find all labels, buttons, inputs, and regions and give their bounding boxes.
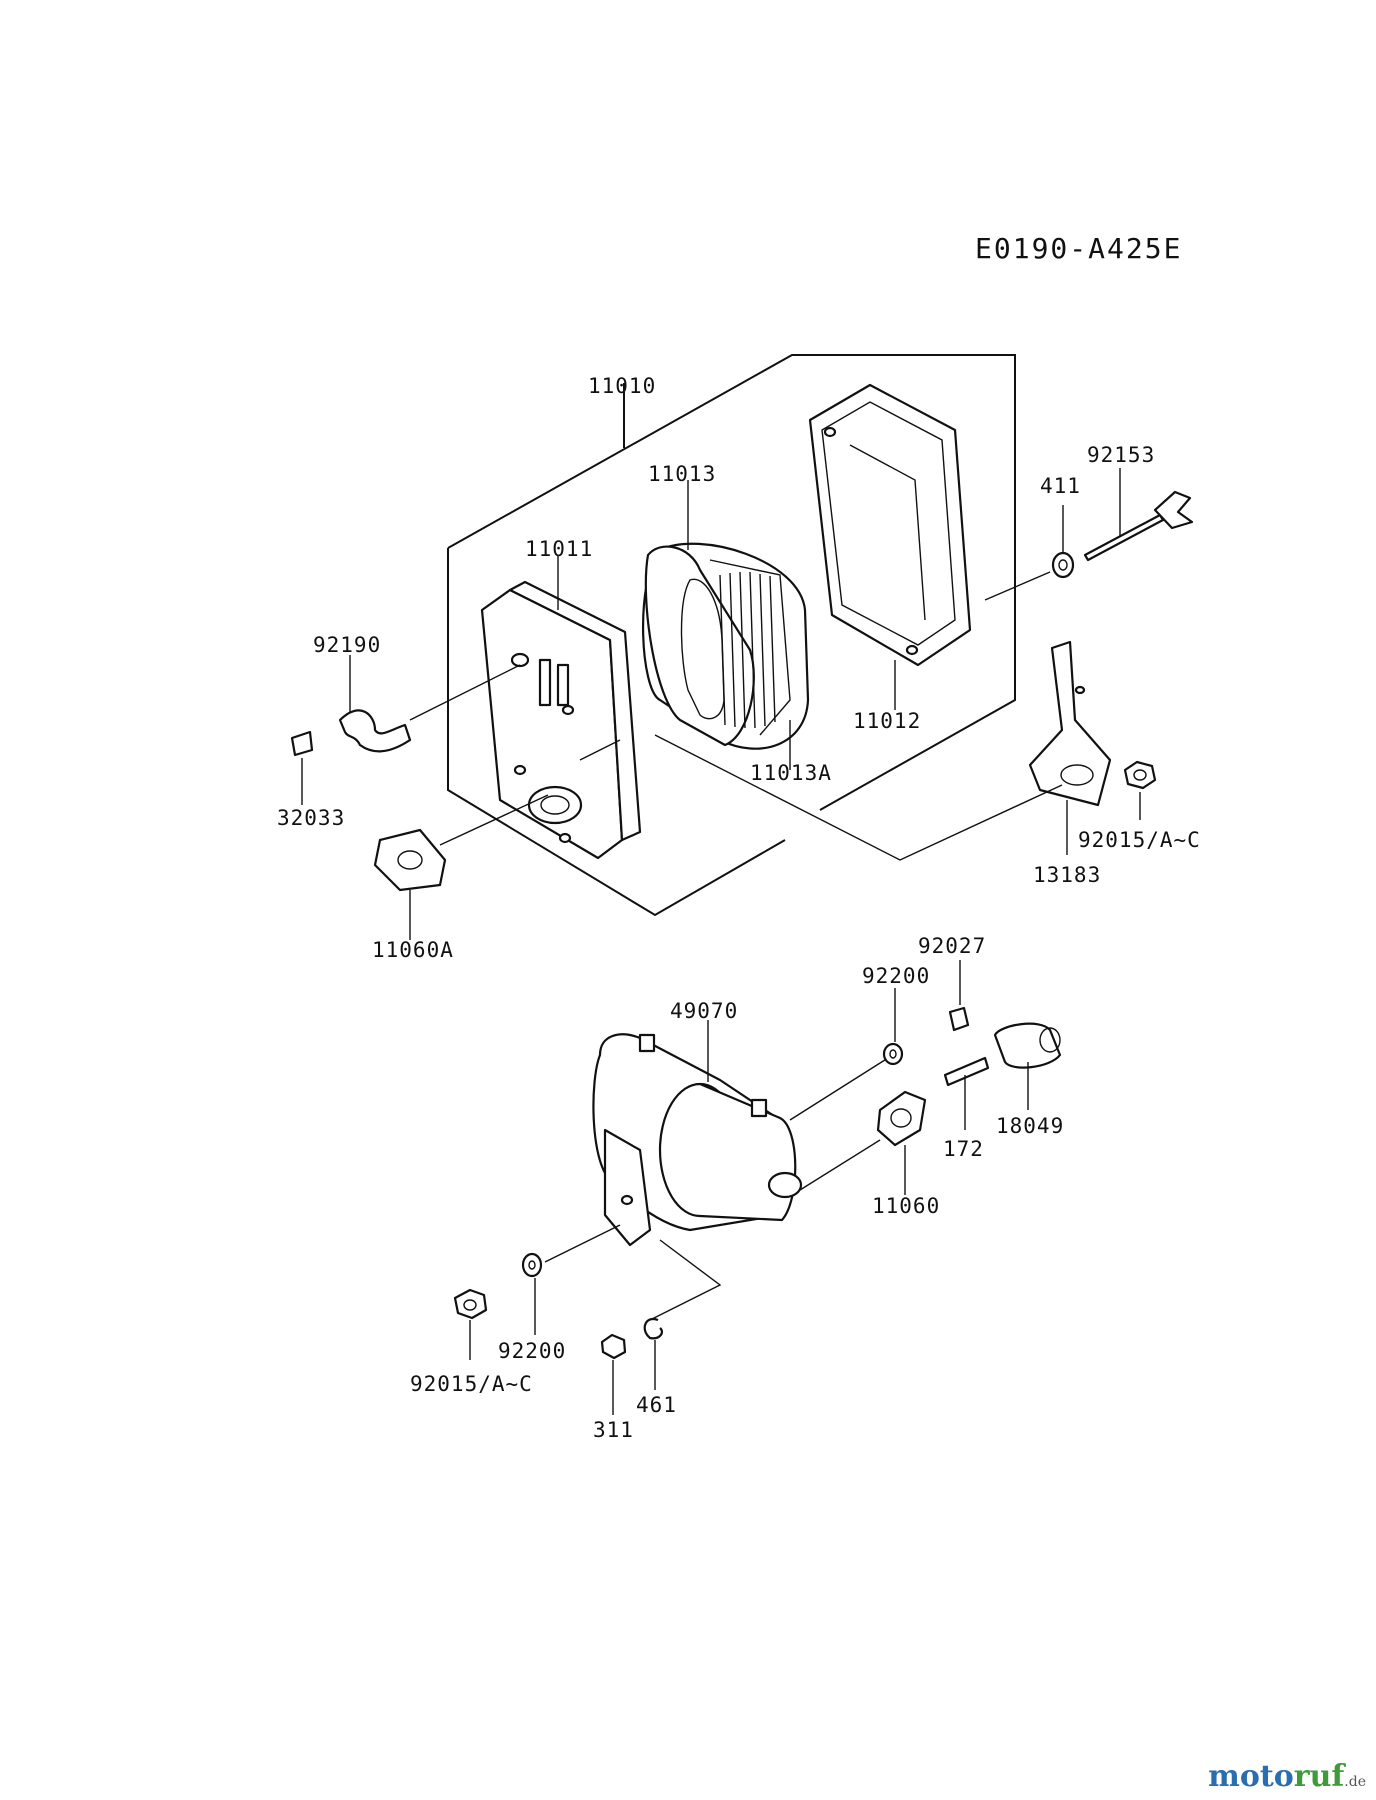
leader-gasket-axis	[439, 794, 549, 846]
label-32033: 32033	[277, 806, 345, 830]
label-11013: 11013	[648, 462, 716, 486]
label-11012: 11012	[853, 709, 921, 733]
spark-arrester-18049	[993, 1022, 1062, 1069]
washer-92200-bottom	[521, 1252, 543, 1278]
label-13183: 13183	[1033, 863, 1101, 887]
hose-92190	[338, 709, 412, 753]
label-311: 311	[593, 1418, 634, 1442]
washer-92200-top	[882, 1042, 904, 1066]
label-411: 411	[1040, 474, 1081, 498]
leader-mount-axis	[649, 1239, 722, 1321]
label-11010: 11010	[588, 374, 656, 398]
air-cleaner-base-11011	[480, 580, 642, 860]
air-filter-element-11013	[642, 542, 810, 750]
label-92190: 92190	[313, 633, 381, 657]
washer-411	[1051, 551, 1075, 579]
assembly-frame-11010	[447, 354, 1016, 917]
circlip-461	[643, 1317, 664, 1340]
gasket-11060	[876, 1090, 927, 1147]
pipe-32033	[290, 730, 314, 757]
diagram-code: E0190-A425E	[975, 232, 1182, 265]
label-461: 461	[636, 1393, 677, 1417]
muffler-49070	[592, 1033, 803, 1247]
brand-logo: motoruf.de	[1208, 1759, 1366, 1794]
label-11011: 11011	[525, 537, 593, 561]
label-92027: 92027	[918, 934, 986, 958]
stud-172	[943, 1056, 990, 1087]
label-172: 172	[943, 1137, 984, 1161]
label-49070: 49070	[670, 999, 738, 1023]
label-11060A: 11060A	[372, 938, 454, 962]
gasket-11060A	[373, 828, 447, 892]
label-92153: 92153	[1087, 443, 1155, 467]
leader-washer-axis	[544, 1224, 621, 1263]
bracket-13183	[1028, 640, 1112, 807]
label-11060: 11060	[872, 1194, 940, 1218]
label-11013A: 11013A	[750, 761, 832, 785]
flange-nut-92015-top	[1123, 760, 1157, 790]
center-axis	[579, 739, 621, 761]
leader-13183-axis	[654, 734, 1063, 861]
label-92200-bottom: 92200	[498, 1339, 566, 1363]
leader-muffler-gasket-axis	[789, 1057, 889, 1121]
nut-311	[600, 1333, 627, 1360]
label-92200-top: 92200	[862, 964, 930, 988]
label-92015-top: 92015/A~C	[1078, 828, 1201, 852]
collar-92027	[948, 1006, 970, 1032]
wing-bolt-92153	[1083, 490, 1194, 562]
label-92015-bottom: 92015/A~C	[410, 1372, 533, 1396]
label-18049: 18049	[996, 1114, 1064, 1138]
air-cleaner-cover-11012	[808, 383, 972, 667]
leader-stud-axis	[799, 1139, 881, 1191]
leader-92190-to-base	[409, 664, 521, 721]
leader-cover-axis	[984, 571, 1051, 601]
flange-nut-92015-bottom	[453, 1288, 488, 1320]
